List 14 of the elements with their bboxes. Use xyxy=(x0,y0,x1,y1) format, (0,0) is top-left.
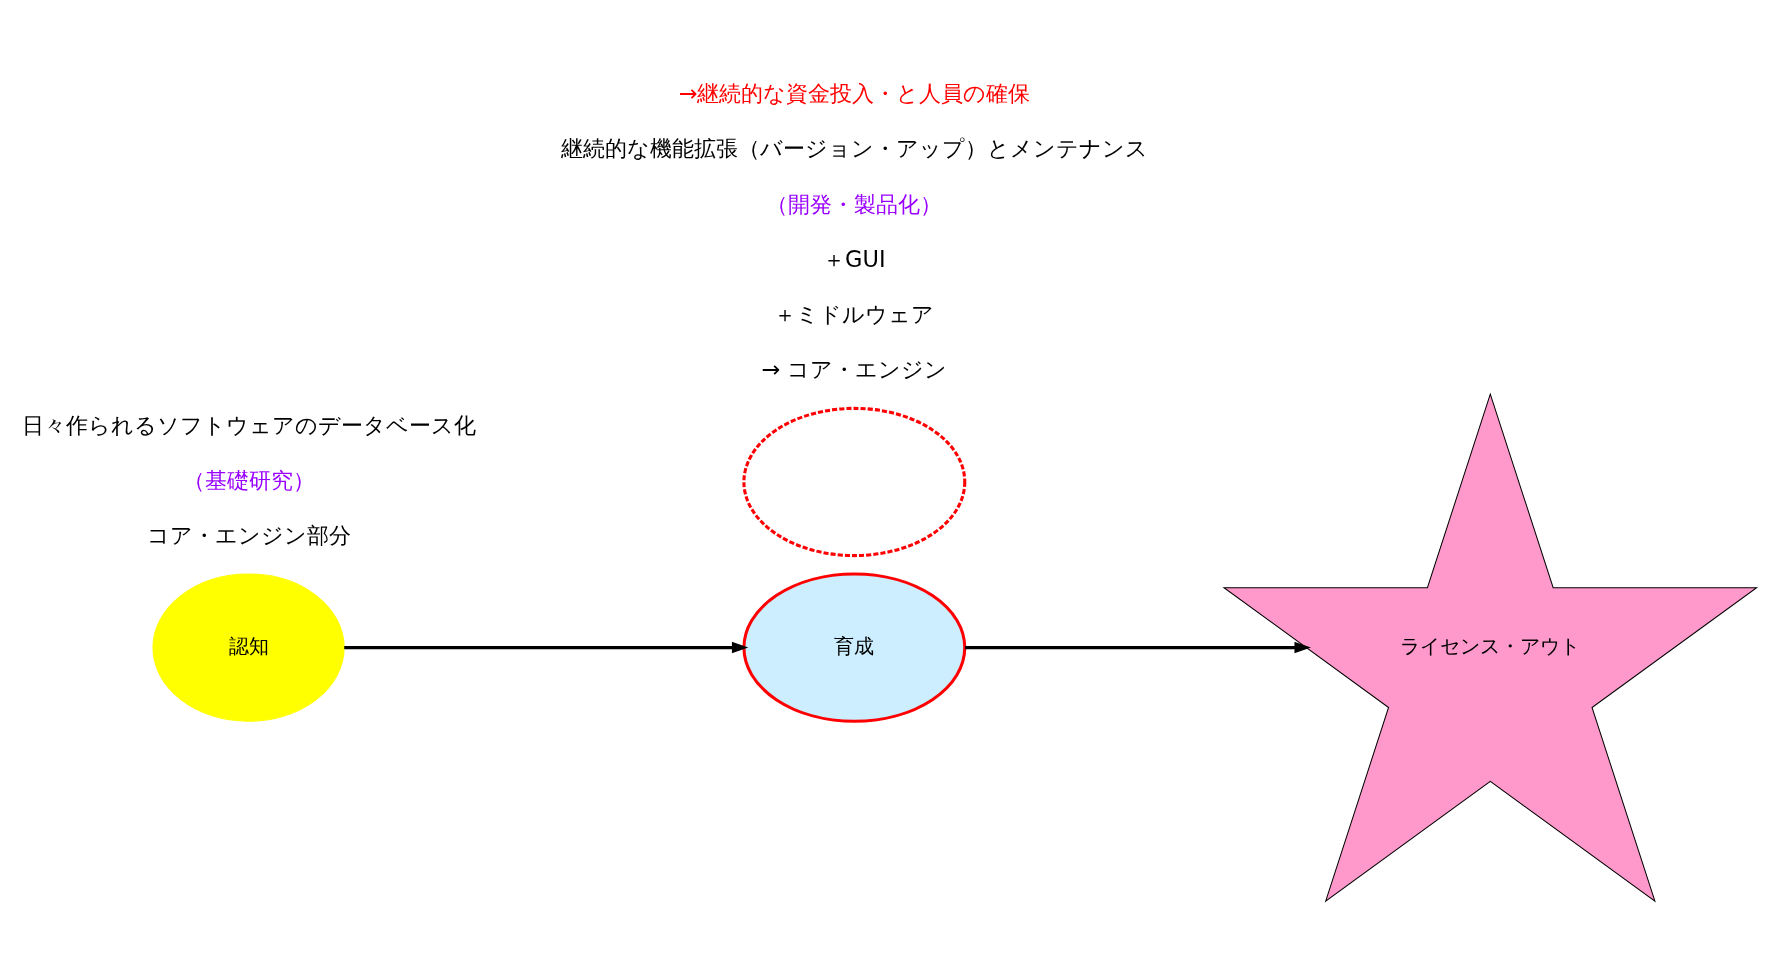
label: → コア・エンジン xyxy=(761,355,948,382)
label: →継続的な資金投入・と人員の確保 xyxy=(678,79,1031,106)
label: ＋GUI xyxy=(823,245,886,272)
node-ellipse xyxy=(742,406,967,557)
arrow xyxy=(965,641,1311,653)
label: 継続的な機能拡張（バージョン・アップ）とメンテナンス xyxy=(560,134,1148,161)
arrow xyxy=(344,641,749,653)
label: 日々作られるソフトウェアのデータベース化 xyxy=(21,410,476,437)
label: ＋ミドルウェア xyxy=(774,300,935,327)
node-ellipse: 育成 xyxy=(742,571,967,723)
label: コア・エンジン部分 xyxy=(146,521,351,548)
label: （開発・製品化） xyxy=(766,190,943,217)
label: （基礎研究） xyxy=(182,466,315,493)
node-ellipse: 認知 xyxy=(152,573,345,722)
